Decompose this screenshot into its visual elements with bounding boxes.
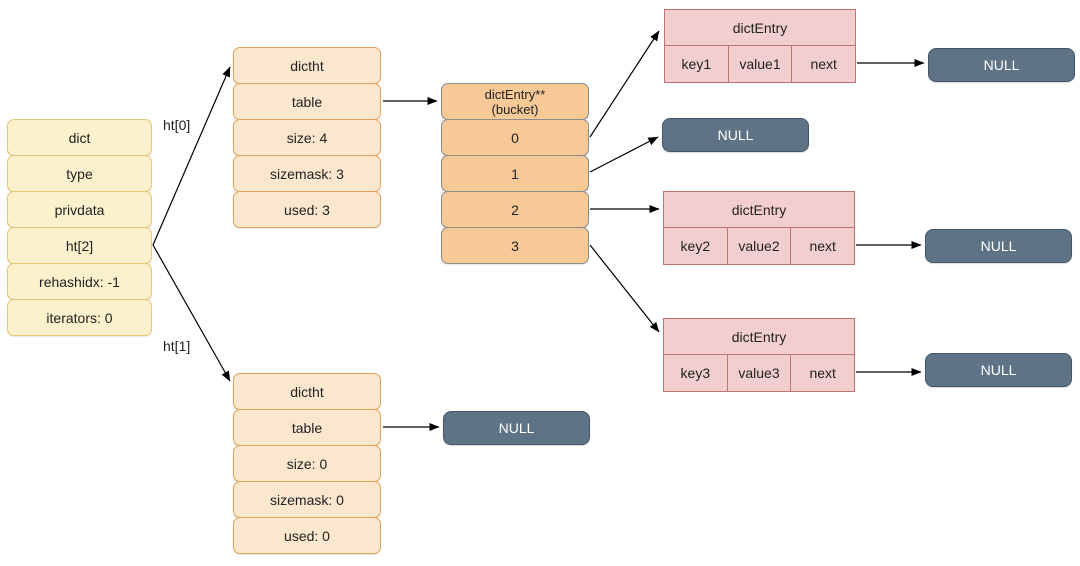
arrow-bucket0-to-entry1 [589, 30, 660, 138]
null-box-entry2: NULL [925, 229, 1072, 263]
dict-entry-table-1: dictEntry key1 value1 next [664, 9, 856, 83]
entry2-key-cell: key2 [680, 238, 711, 254]
entry3-next-cell: next [790, 355, 854, 391]
dictht0-row-sizemask: sizemask: 3 [233, 155, 381, 192]
dict-row-privdata: privdata [7, 191, 152, 228]
dict-row-ht: ht[2] [7, 227, 152, 264]
dict-entry-table-2: dictEntry key2 value2 next [663, 191, 855, 265]
entry1-key-cell: key1 [681, 56, 712, 72]
entry3-title: dictEntry [664, 319, 854, 355]
arrow-bucket3-to-entry3 [589, 244, 660, 333]
dict-entry-table-3: dictEntry key3 value3 next [663, 318, 855, 392]
entry2-title: dictEntry [664, 192, 854, 228]
entry1-next-cell: next [791, 46, 855, 82]
arrow-ht0 [152, 66, 231, 246]
entry3-value-cell: value3 [726, 355, 791, 391]
dictht0-row-used: used: 3 [233, 191, 381, 228]
arrow-bucket1-to-null [589, 136, 659, 173]
dict-stack: dict type privdata ht[2] rehashidx: -1 i… [7, 119, 152, 336]
dictht0-row-size: size: 4 [233, 119, 381, 156]
bucket-slot-3: 3 [441, 227, 589, 264]
entry2-value-cell: value2 [726, 228, 791, 264]
null-box-entry3: NULL [925, 353, 1072, 387]
entry2-next-cell: next [790, 228, 854, 264]
dictht1-row-size: size: 0 [233, 445, 381, 482]
dict-row-type: type [7, 155, 152, 192]
dict-row-name: dict [7, 119, 152, 156]
dictht0-row-table: table [233, 83, 381, 120]
dictht1-row-table: table [233, 409, 381, 446]
null-box-bucket1: NULL [662, 118, 809, 152]
dictht0-row-name: dictht [233, 47, 381, 84]
dictht1-row-name: dictht [233, 373, 381, 410]
bucket-slot-1: 1 [441, 155, 589, 192]
dictht0-stack: dictht table size: 4 sizemask: 3 used: 3 [233, 47, 381, 228]
entry1-value-cell: value1 [727, 46, 792, 82]
bucket-header-line2: (bucket) [491, 101, 539, 117]
bucket-header: dictEntry** (bucket) [441, 83, 589, 120]
bucket-slot-2: 2 [441, 191, 589, 228]
dictht1-stack: dictht table size: 0 sizemask: 0 used: 0 [233, 373, 381, 554]
dict-row-iterators: iterators: 0 [7, 299, 152, 336]
bucket-array-stack: dictEntry** (bucket) 0 1 2 3 [441, 83, 589, 264]
dict-row-rehashidx: rehashidx: -1 [7, 263, 152, 300]
ht0-label: ht[0] [163, 117, 191, 133]
bucket-header-line1: dictEntry** [484, 86, 546, 102]
null-box-entry1: NULL [928, 48, 1075, 82]
entry1-title: dictEntry [665, 10, 855, 46]
bucket-slot-0: 0 [441, 119, 589, 156]
dictht1-row-used: used: 0 [233, 517, 381, 554]
dictht1-row-sizemask: sizemask: 0 [233, 481, 381, 518]
entry3-key-cell: key3 [680, 365, 711, 381]
arrow-ht1 [152, 244, 231, 382]
ht1-label: ht[1] [163, 338, 191, 354]
null-box-ht1-table: NULL [443, 411, 590, 445]
